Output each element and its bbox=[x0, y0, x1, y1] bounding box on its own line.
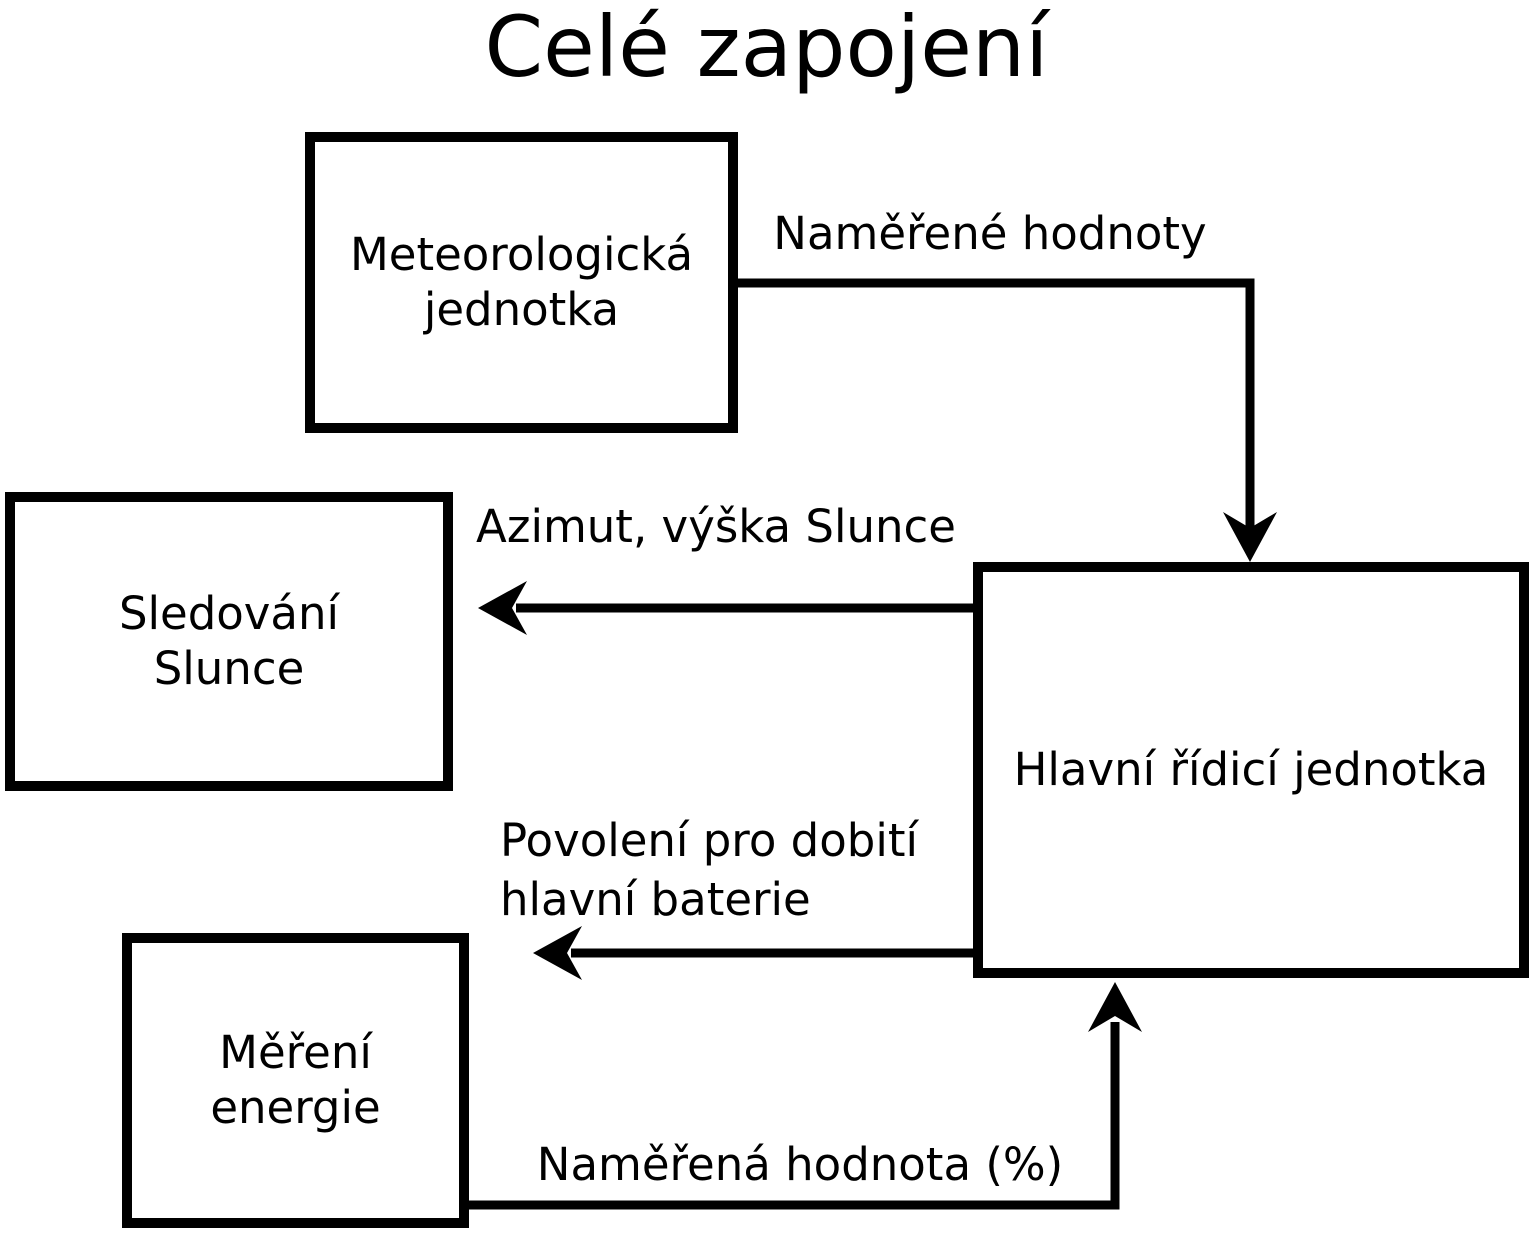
edge-label-povoleni-pro-dobiti: Povolení pro dobití hlavní baterie bbox=[500, 812, 918, 929]
node-label-line: Slunce bbox=[153, 641, 305, 695]
edge-label-line: hlavní baterie bbox=[500, 872, 811, 926]
node-label-line: Meteorologická bbox=[349, 227, 694, 281]
node-hlavni-ridici-jednotka: Hlavní řídicí jednotka bbox=[973, 562, 1529, 978]
node-mereni-energie: Měření energie bbox=[122, 933, 469, 1228]
arrowhead-up-icon bbox=[1088, 982, 1142, 1032]
arrowhead-left-icon bbox=[478, 581, 527, 635]
node-label-line: Hlavní řídicí jednotka bbox=[1013, 742, 1489, 796]
node-sledovani-slunce: Sledování Slunce bbox=[5, 492, 453, 791]
node-meteorologicka-jednotka: Meteorologická jednotka bbox=[305, 132, 738, 433]
edge-label-namerena-hodnota: Naměřená hodnota (%) bbox=[536, 1138, 1064, 1191]
node-label-line: jednotka bbox=[423, 282, 620, 336]
edge-label-namerene-hodnoty: Naměřené hodnoty bbox=[773, 207, 1207, 260]
node-label-line: Měření bbox=[219, 1025, 372, 1079]
node-label-line: Sledování bbox=[118, 586, 340, 640]
arrowhead-left-icon bbox=[533, 926, 582, 980]
edge-label-azimut-vyska-slunce: Azimut, výška Slunce bbox=[476, 500, 956, 553]
page-title: Celé zapojení bbox=[484, 0, 1049, 96]
edge-namerene-hodnoty-line bbox=[737, 278, 1255, 530]
arrowhead-down-icon bbox=[1223, 512, 1277, 562]
edge-namerena-hodnota-line bbox=[466, 1022, 1120, 1210]
node-label-line: energie bbox=[210, 1080, 381, 1134]
edge-label-line: Povolení pro dobití bbox=[500, 814, 918, 867]
